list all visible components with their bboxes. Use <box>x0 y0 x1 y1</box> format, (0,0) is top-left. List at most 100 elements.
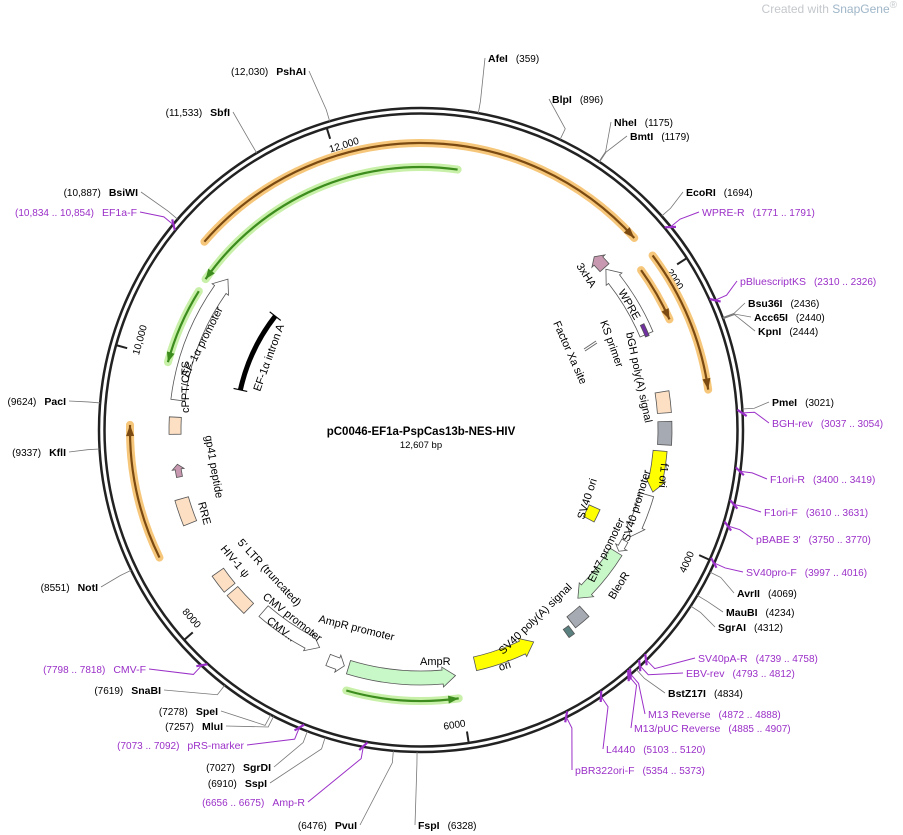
primer-site-wpre-r[interactable]: WPRE-R(1771 .. 1791) <box>664 207 815 229</box>
feature-label-factor-xa[interactable]: Factor Xa site <box>550 319 589 386</box>
primer-site-pbluescriptks[interactable]: pBluescriptKS (2310 .. 2326) <box>709 276 877 303</box>
feature-bgh-polya[interactable] <box>654 390 672 414</box>
orf-arc-right-inner[interactable] <box>637 266 674 324</box>
enzyme-site-kfli[interactable]: (9337)KflI <box>12 447 100 459</box>
enzyme-site-pvui[interactable]: (6476)PvuI <box>298 750 394 832</box>
primer-site-sv40pa-r[interactable]: SV40pA-R(4739 .. 4758) <box>644 653 818 670</box>
site-label: (6656 .. 6675)Amp-R <box>202 797 305 809</box>
feature-label-ampr[interactable]: AmpR <box>420 656 451 668</box>
enzyme-site-acc65i[interactable]: Acc65I(2440) <box>722 312 825 324</box>
site-name: KpnI <box>758 326 781 338</box>
enzyme-site-pmei[interactable]: PmeI(3021) <box>742 397 834 410</box>
feature-label-f1-ori[interactable]: f1 ori <box>656 463 670 488</box>
enzyme-site-maubi[interactable]: MauBI(4234) <box>697 595 794 619</box>
site-position: (7073 .. 7092) <box>117 741 179 752</box>
green-arc-left[interactable] <box>163 287 203 367</box>
site-label: SV40pA-R(4739 .. 4758) <box>698 653 818 665</box>
enzyme-site-bmti[interactable]: BmtI(1179) <box>599 131 690 163</box>
site-position: (3997 .. 4016) <box>805 568 867 579</box>
primer-site-f1ori-r[interactable]: F1ori-R(3400 .. 3419) <box>735 466 875 486</box>
feature-label-ori[interactable]: ori <box>497 659 512 674</box>
primer-site-pbabe-3-[interactable]: pBABE 3'(3750 .. 3770) <box>723 520 871 546</box>
site-label: (7619)SnaBI <box>94 685 161 697</box>
site-leader-line <box>548 98 566 140</box>
enzyme-site-bstz17i[interactable]: BstZ17I(4834) <box>636 669 743 700</box>
primer-site-m13-puc-reverse[interactable]: M13/pUC Reverse(4885 .. 4907) <box>627 669 791 735</box>
feature-label-rre[interactable]: RRE <box>195 501 213 527</box>
enzyme-site-paci[interactable]: (9624)PacI <box>7 396 101 408</box>
feature-rre[interactable] <box>174 496 198 527</box>
enzyme-site-sspi[interactable]: (6910)SspI <box>208 737 326 790</box>
enzyme-site-snabi[interactable]: (7619)SnaBI <box>94 684 226 697</box>
feature-label-gp41[interactable]: gp41 peptide <box>202 434 225 499</box>
enzyme-site-avrii[interactable]: AvrII(4069) <box>709 571 797 600</box>
feature-ampr-promoter[interactable] <box>325 653 345 674</box>
enzyme-site-ecori[interactable]: EcoRI(1694) <box>661 187 753 217</box>
primer-site-ebv-rev[interactable]: EBV-rev(4793 .. 4812) <box>638 659 795 680</box>
feature-hiv1-psi[interactable] <box>211 567 236 593</box>
green-arc-top[interactable] <box>201 163 462 284</box>
feature-cmv-promoter[interactable] <box>258 605 321 652</box>
orf-arc-top[interactable] <box>200 139 639 246</box>
orf-arc-right-outer[interactable] <box>648 251 713 394</box>
feature-cppt-cts[interactable] <box>168 416 182 435</box>
feature-label-ks-primer[interactable]: KS primer <box>597 319 625 369</box>
feature-label-ef1a-intron[interactable]: EF-1α intron A <box>252 322 288 393</box>
feature-gp41-peptide[interactable] <box>171 463 186 478</box>
primer-site-prs-marker[interactable]: (7073 .. 7092)pRS-marker <box>117 723 305 752</box>
site-leader-line <box>139 211 175 227</box>
enzyme-site-noti[interactable]: (8551)NotI <box>41 569 132 594</box>
enzyme-site-fspi[interactable]: FspI(6328) <box>414 751 477 832</box>
primer-site-pbr322ori-f[interactable]: pBR322ori-F(5354 .. 5373) <box>564 711 705 777</box>
feature-gray-segment-2[interactable] <box>566 605 590 629</box>
enzyme-site-bsiwi[interactable]: (10,887)BsiWI <box>64 187 178 220</box>
feature-3xha[interactable] <box>591 254 610 273</box>
feature-f1-ori[interactable] <box>645 449 668 493</box>
feature-ef1a-intron-a[interactable] <box>233 311 282 393</box>
primer-site-cmv-f[interactable]: (7798 .. 7818)CMV-F <box>43 663 208 676</box>
feature-label-sv40-polya[interactable]: SV40 poly(A) signal <box>497 581 575 657</box>
feature-label-bgh-polya[interactable]: bGH poly(A) signal <box>623 331 654 424</box>
enzyme-site-afei[interactable]: AfeI(359) <box>477 53 539 114</box>
feature-wpre[interactable] <box>605 268 654 338</box>
feature-ks-primer[interactable] <box>639 323 650 338</box>
primer-site-f1ori-f[interactable]: F1ori-F(3610 .. 3631) <box>729 499 868 519</box>
enzyme-site-spei[interactable]: (7278)SpeI <box>159 706 272 726</box>
primer-site-amp-r[interactable]: (6656 .. 6675)Amp-R <box>202 741 369 809</box>
enzyme-site-bsu36i[interactable]: Bsu36I(2436) <box>722 298 820 318</box>
feature-em7-promoter[interactable] <box>614 538 629 552</box>
feature-label-bleor[interactable]: BleoR <box>606 570 632 602</box>
enzyme-site-kpni[interactable]: KpnI(2444) <box>723 314 818 338</box>
feature-ef1a-promoter[interactable] <box>170 278 229 402</box>
enzyme-site-sbfi[interactable]: (11,533)SbfI <box>166 107 258 154</box>
site-position: (8551) <box>41 583 70 594</box>
feature-label-cppt[interactable]: cPPT/CTS <box>180 361 192 413</box>
feature-ampr[interactable] <box>345 659 457 688</box>
enzyme-site-nhei[interactable]: NheI(1175) <box>598 117 673 162</box>
feature-5ltr[interactable] <box>226 585 255 614</box>
enzyme-site-mlui[interactable]: (7257)MluI <box>165 716 275 733</box>
primer-site-ef1a-f[interactable]: (10,834 .. 10,854)EF1a-F <box>15 207 176 231</box>
feature-sv40-ori[interactable] <box>582 504 601 523</box>
orf-arc-left[interactable] <box>126 420 164 562</box>
site-label: BmtI(1179) <box>630 131 690 143</box>
feature-bleor[interactable] <box>577 547 623 599</box>
enzyme-site-blpi[interactable]: BlpI(896) <box>548 94 603 140</box>
green-arc-bottom[interactable] <box>342 686 463 705</box>
feature-label-ampr-promoter[interactable]: AmpR promoter <box>317 613 396 644</box>
site-position: (2310 .. 2326) <box>814 277 876 288</box>
feature-ori[interactable] <box>472 637 535 672</box>
feature-small-mark[interactable] <box>562 625 576 639</box>
tick-label: 6000 <box>443 718 467 732</box>
feature-gray-segment[interactable] <box>657 420 673 446</box>
enzyme-site-sgrai[interactable]: SgrAI(4312) <box>690 605 783 634</box>
primer-site-bgh-rev[interactable]: BGH-rev(3037 .. 3054) <box>736 408 883 430</box>
enzyme-site-pshai[interactable]: (12,030)PshAI <box>231 66 331 122</box>
enzyme-site-sgrdi[interactable]: (7027)SgrDI <box>206 731 308 774</box>
site-name: pBluescriptKS <box>740 276 806 288</box>
site-label: NheI(1175) <box>614 117 673 129</box>
feature-sv40-promoter[interactable] <box>625 492 655 538</box>
primer-site-sv40pro-f[interactable]: SV40pro-F(3997 .. 4016) <box>710 557 867 579</box>
site-leader-line <box>225 716 275 728</box>
primer-site-l4440[interactable]: L4440(5103 .. 5120) <box>599 690 705 756</box>
